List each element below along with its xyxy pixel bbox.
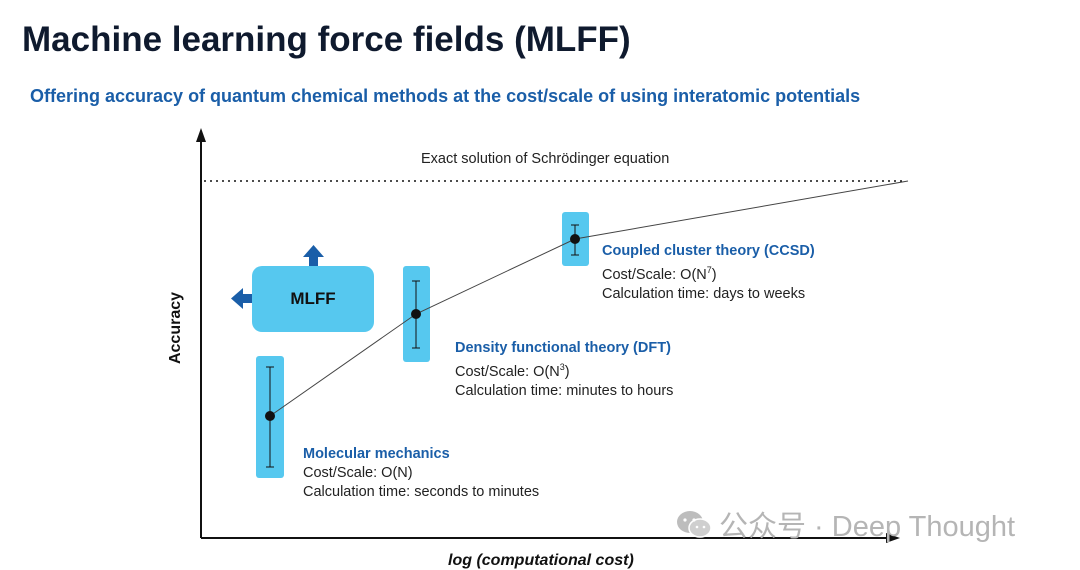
method-ccsd-cost: Cost/Scale: O(N7) bbox=[602, 265, 717, 283]
ccsd-point bbox=[570, 234, 580, 244]
watermark: 公众号 · Deep Thought bbox=[675, 503, 1015, 545]
mlff-label: MLFF bbox=[290, 289, 336, 308]
dft-point bbox=[411, 309, 421, 319]
arrow-left-icon bbox=[231, 288, 253, 309]
mlff-box: MLFF bbox=[252, 266, 374, 332]
page-subtitle: Offering accuracy of quantum chemical me… bbox=[30, 86, 861, 106]
method-ccsd-name: Coupled cluster theory (CCSD) bbox=[602, 243, 815, 259]
method-mm-name: Molecular mechanics bbox=[303, 446, 450, 462]
mm-point bbox=[265, 411, 275, 421]
method-mm-cost: Cost/Scale: O(N) bbox=[303, 465, 413, 481]
trend-line bbox=[269, 180, 909, 417]
arrow-up-icon bbox=[303, 245, 324, 267]
method-dft-time: Calculation time: minutes to hours bbox=[455, 382, 674, 399]
method-ccsd-time: Calculation time: days to weeks bbox=[602, 285, 806, 302]
method-ccsd: Coupled cluster theory (CCSD) Cost/Scale… bbox=[602, 242, 815, 304]
y-axis-arrowhead bbox=[196, 128, 206, 142]
x-axis-label: log (computational cost) bbox=[448, 552, 634, 569]
method-mm: Molecular mechanics Cost/Scale: O(N) Cal… bbox=[303, 445, 539, 502]
method-dft: Density functional theory (DFT) Cost/Sca… bbox=[455, 339, 673, 401]
method-dft-cost: Cost/Scale: O(N3) bbox=[455, 362, 570, 380]
exact-solution-label: Exact solution of Schrödinger equation bbox=[421, 151, 670, 167]
method-dft-name: Density functional theory (DFT) bbox=[455, 340, 671, 356]
watermark-text: 公众号 · Deep Thought bbox=[719, 511, 1016, 543]
y-axis-label: Accuracy bbox=[167, 291, 184, 365]
page-title: Machine learning force fields (MLFF) bbox=[22, 20, 631, 59]
x-axis-arrowhead bbox=[886, 533, 900, 543]
wechat-icon bbox=[677, 511, 712, 538]
method-mm-time: Calculation time: seconds to minutes bbox=[303, 484, 540, 500]
